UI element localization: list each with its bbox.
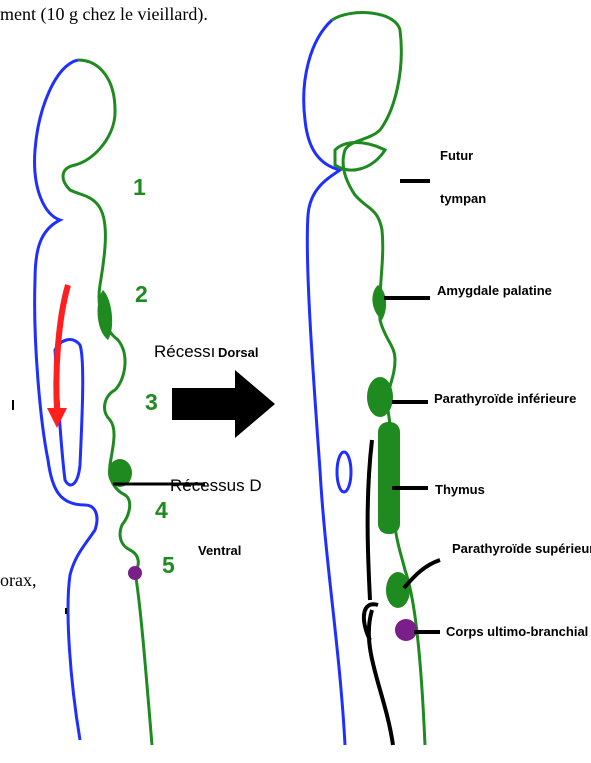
pouch-number-5: 5 bbox=[162, 552, 175, 578]
futur-label: Futur bbox=[440, 148, 473, 163]
header-text: ment (10 g chez le vieillard). bbox=[0, 4, 208, 25]
right-ectoderm-outline bbox=[304, 20, 345, 745]
parathyroide-inf-label: Parathyroïde inférieure bbox=[434, 391, 576, 406]
pouch-number-3: 3 bbox=[145, 389, 158, 415]
right-ectoderm-oval bbox=[337, 452, 351, 492]
thymus-label: Thymus bbox=[435, 482, 485, 497]
center-labels: Récessı Dorsal Récessus D Ventral bbox=[154, 342, 275, 558]
dorsal-label: Dorsal bbox=[218, 345, 258, 360]
left-red-arrowhead bbox=[47, 408, 67, 428]
left-ectoderm-outline bbox=[35, 60, 97, 740]
right-migration-arrow-1 bbox=[368, 440, 372, 600]
left-corps bbox=[128, 566, 142, 580]
pouch-number-4: 4 bbox=[155, 497, 168, 523]
ventral-label: Ventral bbox=[198, 543, 241, 558]
parathyroide-sup-label: Parathyroïde supérieure bbox=[452, 541, 591, 556]
left-endoderm-outline bbox=[63, 60, 152, 745]
recess-prefix-label: Récessı bbox=[154, 342, 215, 361]
left-pouch-2 bbox=[98, 290, 113, 340]
right-migration-arrow-2 bbox=[369, 610, 393, 745]
right-diagram: Futur tympan Amygdale palatine Parathyro… bbox=[304, 13, 591, 745]
right-corps bbox=[395, 619, 417, 641]
pouch-number-1: 1 bbox=[133, 174, 146, 200]
right-thymus bbox=[378, 422, 400, 534]
right-parathyroide-sup bbox=[386, 572, 410, 608]
recessus-d-label: Récessus D bbox=[170, 476, 262, 495]
pouch-number-2: 2 bbox=[135, 281, 148, 307]
pointer-parathyroide-sup bbox=[404, 560, 440, 588]
amygdale-label: Amygdale palatine bbox=[437, 283, 552, 298]
right-amygdale bbox=[372, 285, 386, 320]
corps-label: Corps ultimo-branchial bbox=[446, 624, 588, 639]
fragment-text: orax, bbox=[0, 570, 36, 590]
tympan-label: tympan bbox=[440, 191, 486, 206]
transition-arrow bbox=[172, 370, 275, 438]
right-parathyroide-inf bbox=[367, 377, 393, 417]
left-red-arrow bbox=[56, 285, 68, 410]
